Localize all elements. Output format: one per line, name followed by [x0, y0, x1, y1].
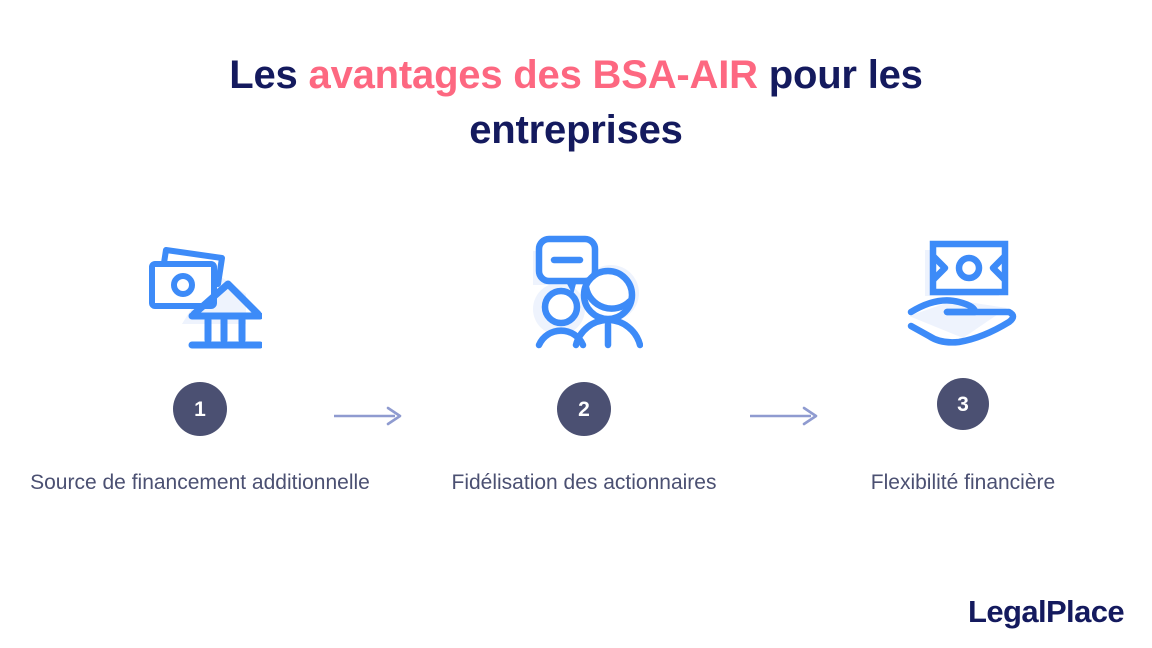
legalplace-logo: LegalPlace	[968, 594, 1125, 629]
step-caption: Fidélisation des actionnaires	[451, 471, 717, 494]
title-segment-2: pour les entreprises	[469, 53, 923, 153]
step-caption: Flexibilité financière	[870, 471, 1056, 494]
step-2: 2 Fidélisation des actionnaires	[392, 222, 776, 542]
step-caption: Source de financement additionnelle	[30, 471, 370, 494]
page-title: Les avantages des BSA-AIR pour les entre…	[0, 48, 1152, 158]
step-1: 1 Source de financement additionnelle	[8, 222, 392, 542]
step-number-badge: 1	[173, 382, 227, 436]
people-speech-bubble-icon	[392, 222, 776, 362]
banknotes-bank-icon	[8, 222, 392, 362]
title-highlight: avantages des BSA-AIR	[308, 53, 758, 97]
hand-holding-banknote-icon	[771, 222, 1152, 362]
steps-container: 1 Source de financement additionnelle	[0, 222, 1152, 542]
arrow-step-2-to-3	[749, 405, 819, 427]
arrow-step-1-to-2	[333, 405, 403, 427]
title-segment-1: Les	[229, 53, 309, 97]
step-3: 3 Flexibilité financière	[771, 222, 1152, 542]
step-number-badge: 3	[937, 378, 989, 430]
step-number-badge: 2	[557, 382, 611, 436]
